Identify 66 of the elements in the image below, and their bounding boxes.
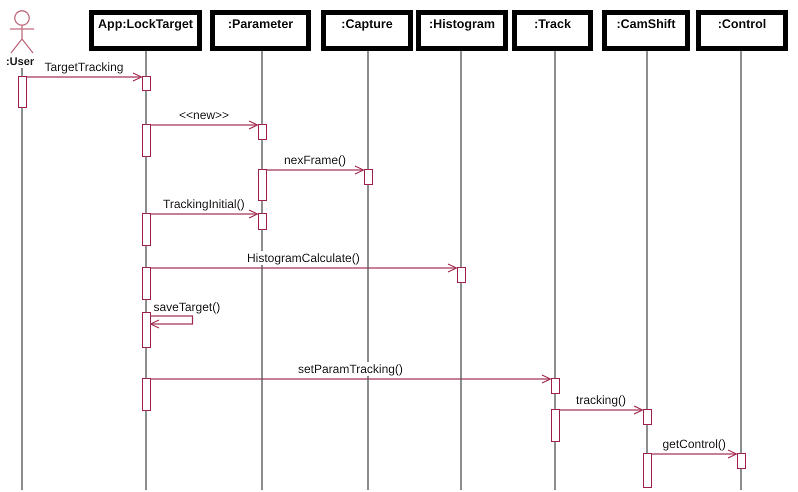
lifeline (261, 140, 263, 169)
message-arrow (150, 209, 258, 219)
participant-box: :Histogram (416, 10, 508, 51)
activation-bar (142, 378, 150, 411)
lifeline (261, 51, 263, 124)
activation-bar (142, 267, 150, 300)
lifeline (740, 469, 742, 490)
participant-box: :CamShift (602, 10, 690, 51)
activation-bar (550, 378, 560, 394)
lifeline (145, 91, 147, 124)
lifeline (21, 68, 23, 76)
lifeline (554, 51, 556, 378)
activation-bar (258, 213, 266, 230)
activation-bar (736, 453, 746, 469)
lifeline (145, 348, 147, 378)
activation-bar (456, 267, 466, 283)
message-label: TargetTracking (44, 60, 124, 74)
message-label: HistogramCalculate() (246, 251, 361, 265)
message-label: getControl() (662, 437, 727, 451)
lifeline (261, 230, 263, 490)
activation-bar (642, 453, 652, 488)
lifeline (367, 51, 369, 169)
message-label: setParamTracking() (297, 362, 404, 376)
participant-box: :Track (512, 10, 593, 51)
lifeline (145, 300, 147, 312)
activation-bar (142, 124, 150, 157)
self-message-arrow (150, 315, 194, 329)
lifeline (646, 51, 648, 409)
lifeline (460, 51, 462, 267)
message-label: saveTarget() (152, 300, 222, 314)
lifeline (460, 283, 462, 490)
message-arrow (266, 165, 364, 175)
activation-bar (142, 312, 150, 348)
message-label: nexFrame() (283, 153, 348, 167)
participant-box: :Capture (321, 10, 413, 51)
lifeline (646, 425, 648, 453)
message-arrow (150, 120, 258, 130)
message-arrow (150, 374, 552, 384)
activation-bar (550, 409, 560, 442)
lifeline (740, 51, 742, 453)
actor-label: :User (6, 56, 34, 68)
message-arrow (652, 449, 738, 459)
activation-bar (258, 169, 266, 201)
lifeline (261, 201, 263, 213)
activation-bar (364, 169, 372, 185)
lifeline (554, 394, 556, 409)
message-arrow (560, 405, 644, 415)
activation-bar (642, 409, 652, 425)
message-label: tracking() (575, 393, 628, 407)
participant-box: App:LockTarget (89, 10, 202, 51)
lifeline (554, 442, 556, 490)
activation-bar (142, 76, 150, 91)
activation-bar (258, 124, 266, 140)
participant-box: :Parameter (210, 10, 311, 51)
activation-bar (142, 213, 150, 246)
lifeline (21, 108, 23, 490)
message-label: TrackingInitial() (162, 197, 246, 211)
lifeline (145, 411, 147, 490)
lifeline (367, 185, 369, 490)
activation-bar (18, 76, 26, 108)
lifeline (145, 246, 147, 267)
participant-box: :Control (696, 10, 788, 51)
lifeline (145, 157, 147, 213)
message-arrow (26, 72, 142, 82)
message-arrow (150, 263, 458, 273)
lifeline (145, 51, 147, 76)
